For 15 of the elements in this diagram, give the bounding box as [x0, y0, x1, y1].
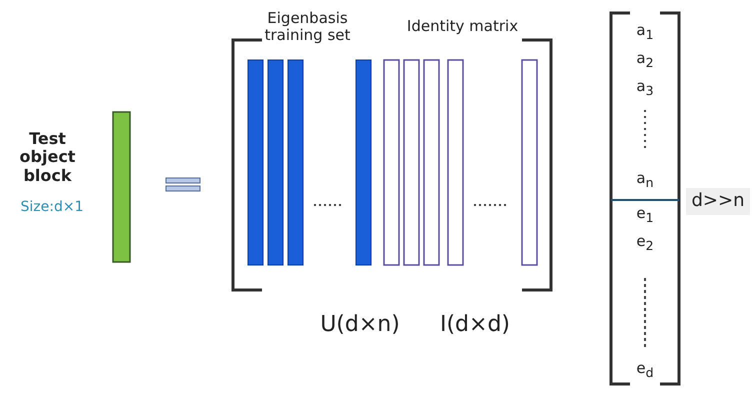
vector-element: e$_{d}$ — [635, 360, 655, 380]
size-label: Size:d×1 — [20, 199, 84, 216]
vector-element: e$_{2}$ — [635, 233, 655, 254]
vector-element: a$_{n}$ — [635, 170, 655, 190]
matrix-label: I(d×d) — [438, 312, 512, 338]
column-group-label: Identity matrix — [406, 18, 520, 36]
vector-bar — [112, 111, 131, 263]
vector-element: a$_{3}$ — [635, 78, 655, 98]
condition-label: d>>n — [686, 188, 750, 215]
column-group-label: Eigenbasis training set — [264, 10, 352, 44]
matrix-label: U(d×n) — [319, 312, 401, 338]
vector-element: a$_{2}$ — [635, 50, 655, 70]
vector-element: e$_{1}$ — [635, 205, 655, 226]
vector-element: a$_{1}$ — [635, 22, 655, 42]
vector-label: Test object block — [18, 130, 76, 186]
